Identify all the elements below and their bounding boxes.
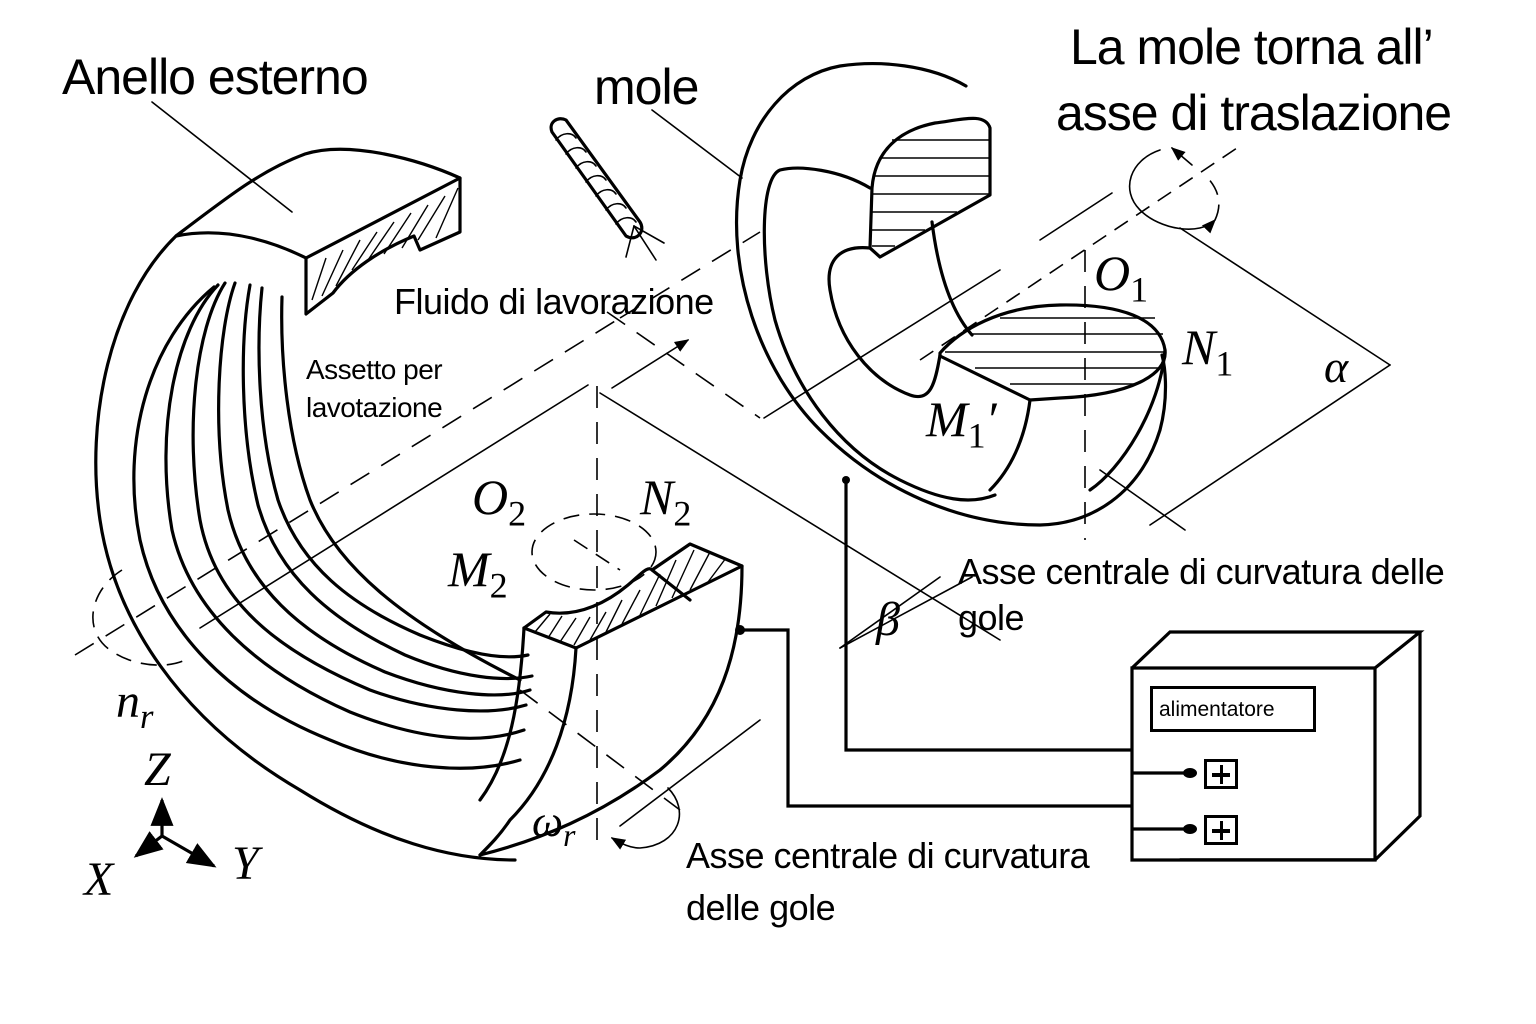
translation-axis-upper	[763, 269, 1001, 419]
rotation-indicators	[92, 147, 1220, 850]
omega-leader	[619, 719, 761, 827]
symbol-N2: N2	[640, 469, 692, 534]
outer-ring-bottom-hatch	[534, 549, 727, 646]
nr-rotation-ellipse	[92, 569, 186, 666]
power-supply-label: alimentatore	[1159, 698, 1275, 721]
wheel-rotation-arrow	[1128, 149, 1216, 234]
axis-label-y: Y	[232, 837, 259, 890]
groove-axis-dashed	[519, 689, 681, 811]
o2-rotation-ellipse	[531, 513, 657, 591]
power-supply-label-box: alimentatore	[1150, 686, 1316, 732]
wheel-hub-edge	[930, 220, 974, 337]
fluid-direction-dashed	[606, 311, 761, 419]
outer-ring-bottom-face-edge	[522, 564, 744, 650]
label-wheel-returns-line2: asse di traslazione	[1056, 85, 1452, 141]
alpha-arm-upper	[1179, 227, 1391, 366]
wire-ring-to-supply	[740, 628, 1132, 808]
label-working-fluid: Fluido di lavorazione	[394, 281, 714, 322]
x-axis-arrow	[133, 831, 164, 858]
beta-arm-lower	[839, 576, 973, 649]
power-supply-box	[1130, 630, 1425, 862]
wheel-translation-axis	[919, 145, 1241, 361]
outer-ring-bottom-groove-edge	[650, 568, 692, 602]
y-axis-arrow	[161, 834, 217, 868]
symbol-n-r: nr	[116, 675, 154, 737]
beta-arm-upper	[599, 392, 1001, 641]
label-grinding-wheel: mole	[594, 59, 699, 115]
fluid-nozzle	[549, 117, 665, 261]
power-supply-side-face	[1373, 632, 1422, 862]
ring-groove-arc-7	[280, 295, 522, 682]
wheel-bottom-inner-edge	[988, 398, 1032, 492]
power-supply-top-face	[1130, 630, 1425, 670]
outer-ring	[94, 101, 744, 862]
grinding-wheel	[651, 62, 1168, 527]
symbol-O2: O2	[472, 469, 527, 534]
outer-ring-bottom-left-edge	[478, 626, 526, 802]
label-groove-axis-lower-line1: Asse centrale di curvatura	[686, 835, 1090, 876]
outer-ring-leader-line	[151, 101, 293, 213]
wheel-outer-contour	[734, 62, 1168, 527]
symbol-N1: N1	[1182, 319, 1234, 384]
outer-ring-top-edge	[304, 176, 462, 260]
symbol-omega-r: ωr	[532, 797, 576, 854]
label-groove-axis-upper-line2: gole	[958, 597, 1025, 638]
label-groove-axis-lower-line2: delle gole	[686, 887, 836, 928]
ring-groove-arc-6	[257, 286, 530, 659]
fluid-direction-arrow	[611, 339, 690, 389]
positive-terminal-1	[1204, 759, 1238, 789]
outer-ring-top-section	[174, 147, 462, 316]
axis-label-z: Z	[144, 743, 171, 796]
label-outer-ring: Anello esterno	[62, 49, 369, 105]
outer-ring-top-hatch	[311, 187, 459, 301]
translation-line-lower	[199, 384, 589, 629]
outer-ring-outer-arc	[94, 234, 517, 862]
ring-groove-arc-3	[191, 281, 528, 713]
coordinate-axes	[133, 797, 217, 868]
positive-terminal-2	[1204, 815, 1238, 845]
nozzle-rings	[555, 132, 637, 225]
label-machining-setup-line1: Assetto per	[306, 354, 443, 385]
wire-wheel-to-supply	[844, 478, 1132, 752]
wheel-bottom-outer-edge	[1088, 348, 1167, 492]
symbol-M1-prime: M1′	[926, 391, 997, 456]
construction-lines	[74, 145, 1391, 850]
outer-ring-bottom-inner-edge	[478, 646, 578, 857]
symbol-alpha: α	[1324, 341, 1349, 392]
label-groove-axis-upper-line1: Asse centrale di curvatura delle	[958, 551, 1445, 592]
wheel-inner-contour	[762, 166, 997, 502]
nozzle-body	[549, 117, 644, 240]
axis-label-x: X	[84, 853, 114, 906]
ring-groove-arc-4	[217, 281, 532, 697]
wheel-bottom-hatch	[945, 317, 1165, 385]
label-machining-setup-line2: lavotazione	[306, 392, 443, 423]
wheel-bottom-cross-section	[938, 303, 1167, 402]
label-wheel-returns-line1: La mole torna all’	[1070, 19, 1434, 75]
ring-groove-arc-5	[241, 283, 534, 681]
symbol-M2: M2	[448, 541, 508, 606]
wheel-top-hatch	[872, 139, 990, 247]
ring-groove-arc-2	[164, 283, 526, 740]
omega-rotation-arrow	[610, 787, 681, 850]
alpha-arm-lower	[1149, 364, 1391, 526]
wheel-leader-line	[651, 109, 743, 179]
symbol-O1: O1	[1094, 245, 1149, 310]
ring-groove-arc-1	[132, 285, 522, 770]
wheel-top-cross-section	[868, 116, 992, 259]
symbol-beta: β	[876, 593, 900, 646]
wheel-hub-contour	[827, 246, 942, 399]
